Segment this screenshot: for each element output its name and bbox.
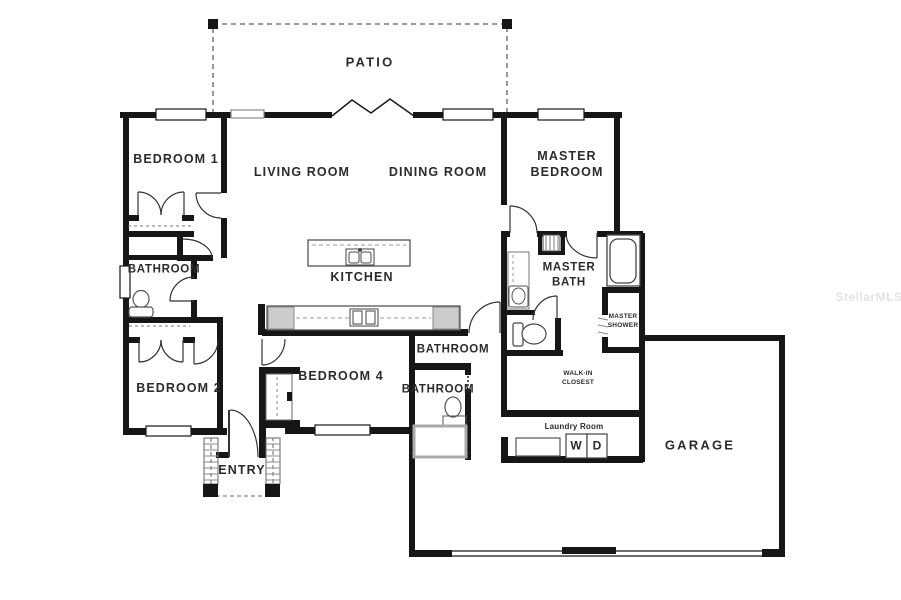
room-label-bathroom-3: BATHROOM: [401, 383, 475, 396]
island-sink-icon: [345, 248, 375, 266]
patio-corner-posts: [208, 19, 512, 29]
bedroom4-closet-shelving: [265, 373, 293, 421]
room-label-bedroom-1: BEDROOM 1: [133, 152, 219, 166]
room-label-patio: PATIO: [345, 54, 395, 70]
room-label-garage: GARAGE: [664, 437, 736, 453]
bathroom3-sink-icon: [444, 396, 462, 418]
patio-outline: [212, 23, 508, 114]
washer-label: W: [570, 438, 582, 453]
porch-post: [203, 484, 218, 497]
windows: [119, 108, 585, 437]
bathroom3-shower-pan: [412, 424, 468, 459]
room-label-master-bedroom: MASTER BEDROOM: [530, 149, 604, 179]
laundry-counter: [515, 437, 561, 457]
room-label-dining-room: DINING ROOM: [388, 165, 488, 179]
porch-post: [265, 484, 280, 497]
dryer-box: [586, 433, 608, 459]
kitchen-island: [307, 239, 411, 267]
closet-dash-lines: [128, 225, 193, 327]
room-label-walk-in-closet: WALK-IN CLOSEST: [561, 370, 595, 386]
room-label-master-bath: MASTER BATH: [542, 261, 596, 288]
kitchen-counter: [266, 305, 461, 331]
laundry-fixtures: [515, 433, 608, 459]
room-label-master-shower: MASTER SHOWER: [607, 313, 639, 329]
bathroom3-fixtures: [412, 376, 469, 459]
room-label-bathroom-2: BATHROOM: [416, 343, 490, 356]
room-label-laundry: Laundry Room: [544, 421, 604, 431]
room-label-entry: ENTRY: [218, 463, 266, 477]
folding-patio-door: [331, 98, 415, 117]
mls-watermark: StellarMLS: [835, 290, 901, 304]
room-label-kitchen: KITCHEN: [330, 270, 394, 284]
dryer-label: D: [592, 438, 602, 453]
room-label-bathroom-1: BATHROOM: [127, 263, 201, 276]
shower-door-ticks: [597, 317, 609, 335]
master-tub-icon: [606, 234, 641, 287]
garage-door: [452, 550, 763, 557]
room-label-living-room: LIVING ROOM: [253, 165, 351, 179]
cooktop-icon: [349, 308, 379, 327]
door-swings: [137, 191, 598, 458]
master-vanity-icon: [507, 251, 530, 310]
room-label-bedroom-2: BEDROOM 2: [136, 381, 222, 395]
water-closet-toilet-icon: [512, 322, 547, 347]
room-label-bedroom-4: BEDROOM 4: [298, 369, 384, 383]
bathroom1-toilet-icon: [128, 289, 154, 318]
entry-porch: [203, 437, 281, 497]
linen-closet-shelves: [542, 234, 561, 252]
